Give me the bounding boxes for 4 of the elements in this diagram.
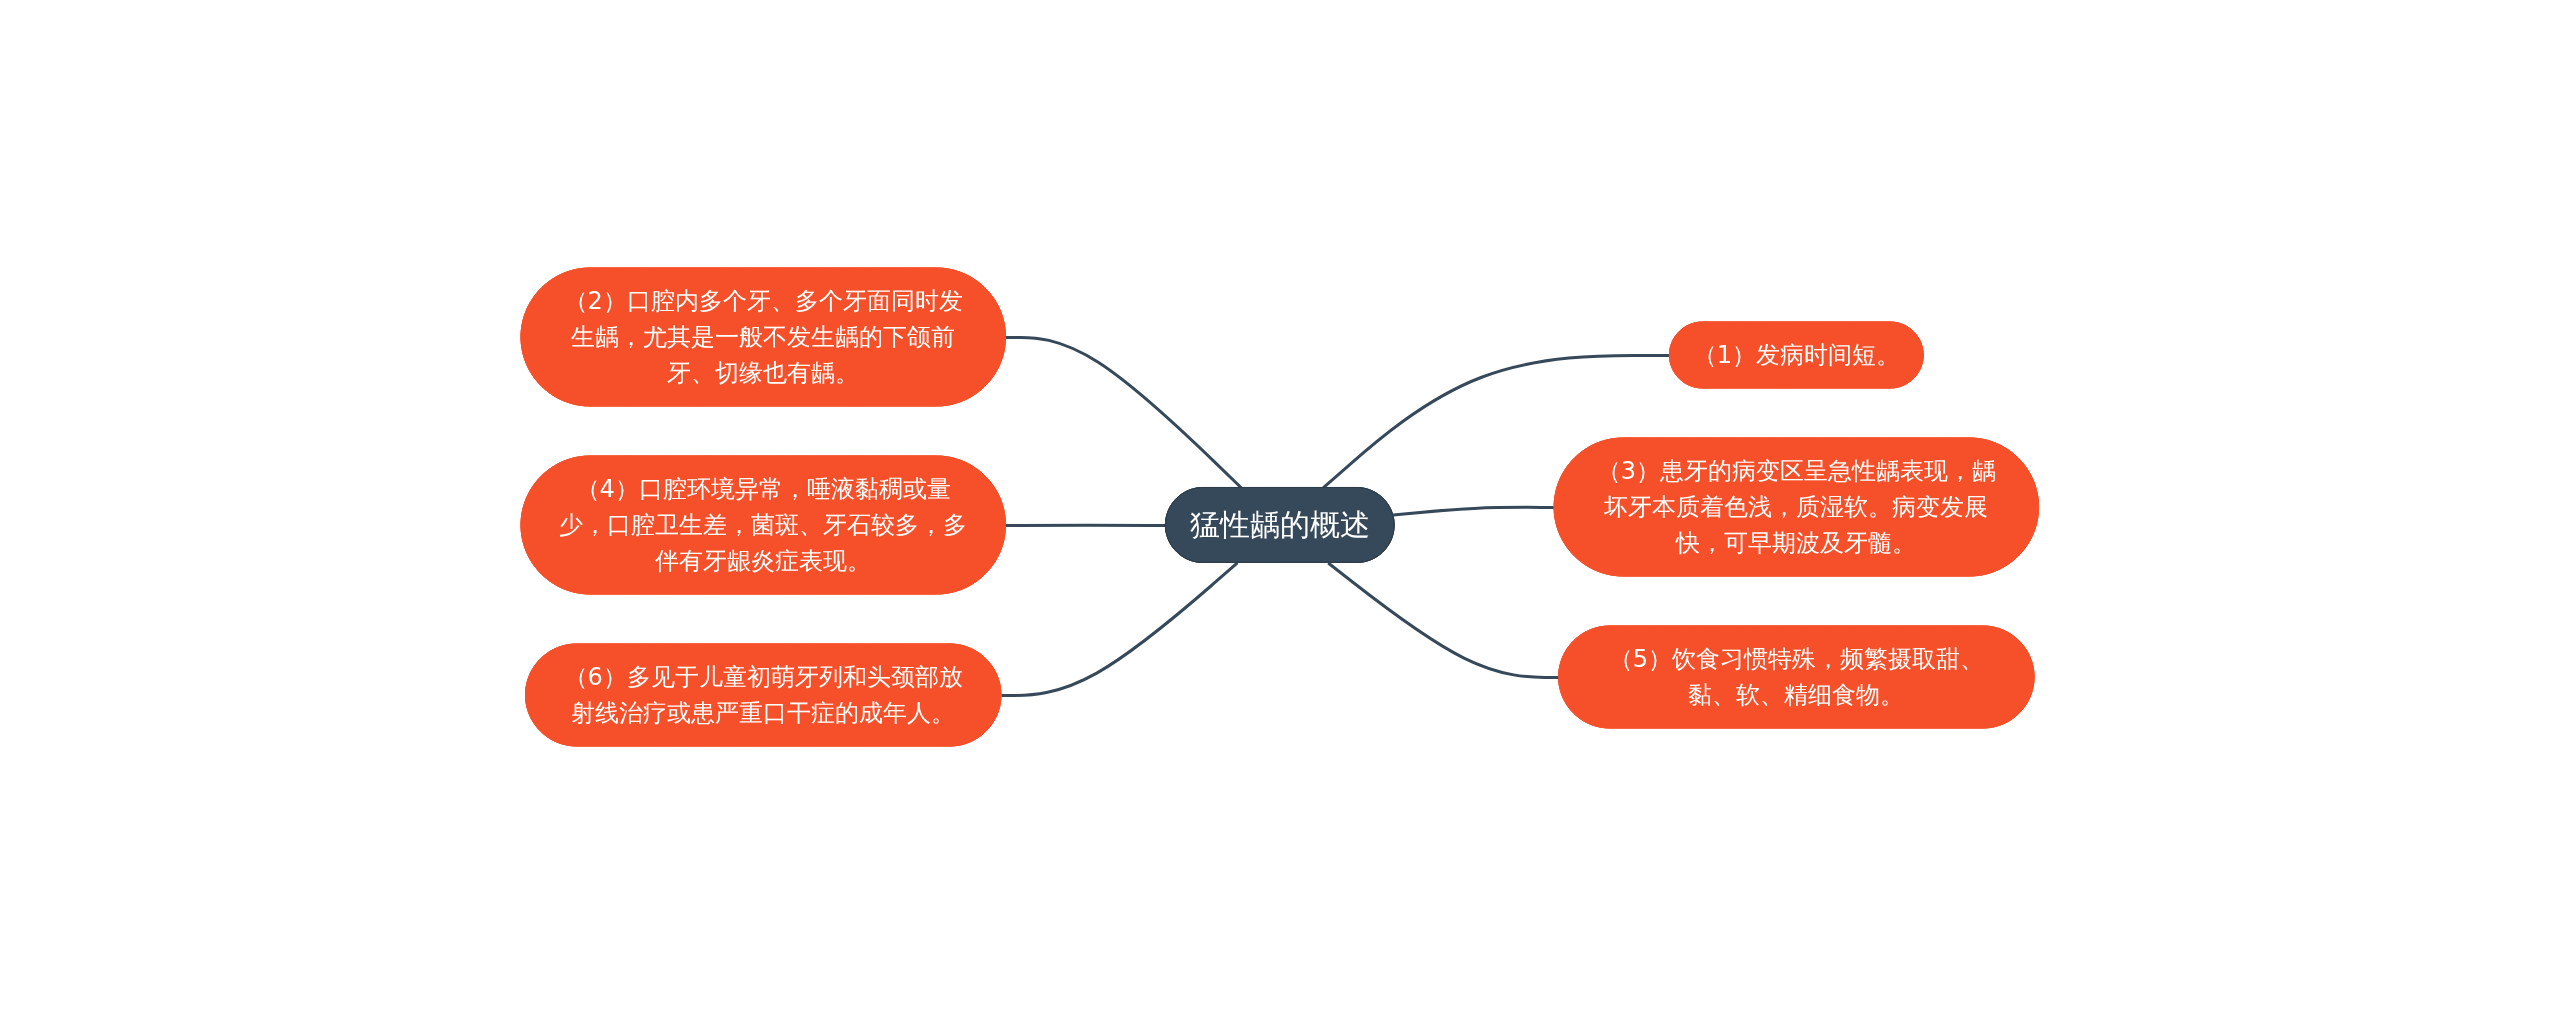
connector	[1327, 561, 1560, 679]
connector	[1001, 561, 1239, 697]
connector	[1006, 523, 1167, 527]
connector	[1393, 505, 1555, 517]
